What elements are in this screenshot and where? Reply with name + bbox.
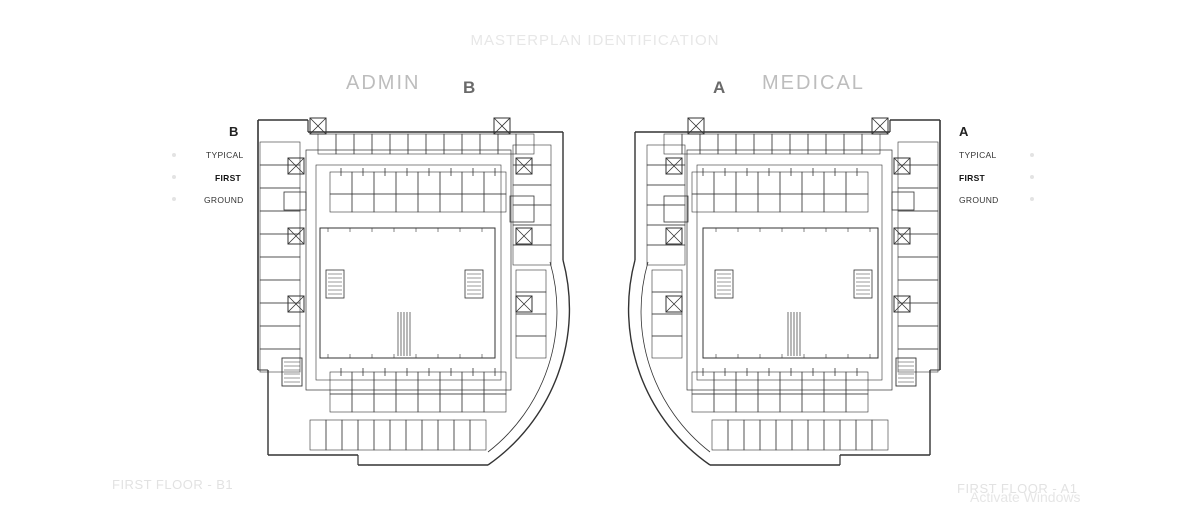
right-legend-first[interactable]: FIRST <box>959 173 986 183</box>
admin-block-letter: B <box>463 78 476 97</box>
right-legend-typical[interactable]: TYPICAL <box>959 150 997 160</box>
right-legend-dot-first <box>1030 175 1034 179</box>
masterplan-title: MASTERPLAN IDENTIFICATION <box>470 32 720 49</box>
left-legend-typical[interactable]: TYPICAL <box>206 150 244 160</box>
right-legend-dot-typical <box>1030 153 1034 157</box>
left-legend-first[interactable]: FIRST <box>215 173 242 183</box>
right-floor-caption: FIRST FLOOR - A1 <box>957 481 1078 496</box>
left-legend-dot-typical <box>172 153 176 157</box>
right-legend-dot-ground <box>1030 197 1034 201</box>
right-legend-ground[interactable]: GROUND <box>959 195 999 205</box>
medical-block-letter: A <box>713 78 726 97</box>
left-legend-block: B <box>229 124 239 139</box>
left-legend-ground[interactable]: GROUND <box>204 195 244 205</box>
left-legend-dot-ground <box>172 197 176 201</box>
left-floor-caption: FIRST FLOOR - B1 <box>112 477 234 492</box>
medical-floor-plan[interactable] <box>627 117 941 466</box>
admin-label: ADMIN <box>346 72 421 94</box>
right-legend-block: A <box>959 124 969 139</box>
medical-label: MEDICAL <box>762 72 865 94</box>
left-legend-dot-first <box>172 175 176 179</box>
admin-floor-plan[interactable] <box>257 117 571 466</box>
